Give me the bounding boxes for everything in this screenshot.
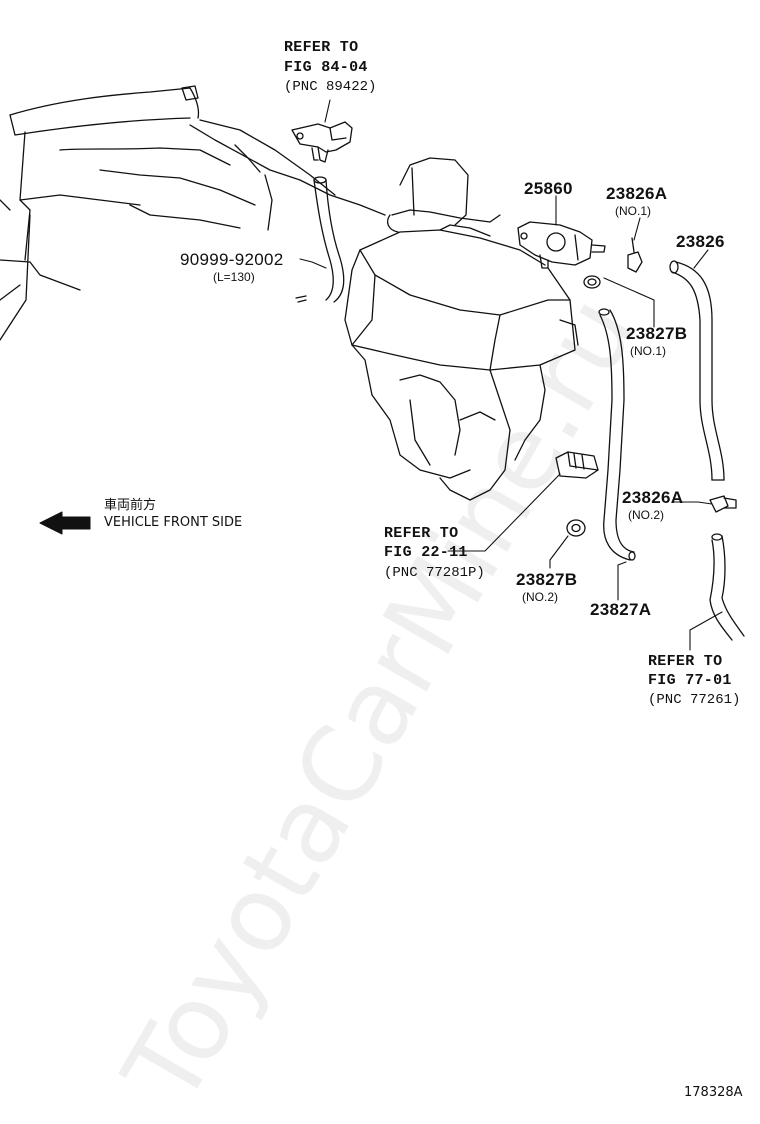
ref-fig-77-01-pnc: (PNC 77261): [648, 692, 741, 708]
part-23826a-no1-note: (NO.1): [615, 204, 651, 218]
clamp-23827b-no1-drawing: [583, 275, 601, 289]
reservoir-tank-drawing: [344, 157, 579, 501]
check-valve-drawing: [517, 221, 606, 269]
leader-lines: [299, 99, 723, 651]
part-23827a-label[interactable]: 23827A: [590, 600, 652, 619]
part-90999-92002-note: (L=130): [213, 270, 255, 284]
part-23826a-no2-label[interactable]: 23826A: [622, 488, 684, 507]
figure-id: 178328A: [684, 1085, 743, 1100]
ref-fig-22-11-pnc: (PNC 77281P): [384, 565, 485, 581]
part-90999-92002-label[interactable]: 90999-92002: [180, 250, 284, 269]
clamp-23827b-no2-drawing: [566, 519, 586, 537]
part-23827b-no2-note: (NO.2): [522, 590, 558, 604]
clip-23826a-no2-drawing: [709, 495, 737, 513]
clip-23826a-no1-drawing: [627, 237, 643, 273]
hose-23827a-drawing: [598, 308, 636, 561]
ref-fig-84-04-line2[interactable]: FIG 84-04: [284, 59, 368, 76]
hose-23826-drawing: [669, 260, 725, 481]
ref-fig-77-01-line2[interactable]: FIG 77-01: [648, 672, 732, 689]
part-23826a-no1-label[interactable]: 23826A: [606, 184, 668, 203]
washer-motor-drawing: [555, 451, 599, 479]
front-direction-arrow-icon: [39, 511, 91, 535]
direction-label-en: VEHICLE FRONT SIDE: [104, 515, 243, 530]
ref-fig-22-11-line1[interactable]: REFER TO: [384, 525, 459, 542]
part-23826a-no2-note: (NO.2): [628, 508, 664, 522]
lower-hose-drawing: [709, 533, 745, 641]
part-25860-label[interactable]: 25860: [524, 179, 573, 198]
hose-90999-drawing: [295, 176, 345, 303]
part-23827b-no1-label[interactable]: 23827B: [626, 324, 688, 343]
ref-fig-22-11-line2[interactable]: FIG 22-11: [384, 544, 468, 561]
part-23826-label[interactable]: 23826: [676, 232, 725, 251]
direction-label-jp: 車両前方: [104, 498, 157, 513]
part-23827b-no1-note: (NO.1): [630, 344, 666, 358]
ref-fig-84-04-pnc: (PNC 89422): [284, 79, 377, 95]
ref-fig-77-01-line1[interactable]: REFER TO: [648, 653, 723, 670]
engine-block-drawing: [0, 85, 386, 341]
part-23827b-no2-label[interactable]: 23827B: [516, 570, 578, 589]
sensor-drawing: [291, 121, 353, 163]
ref-fig-84-04-line1[interactable]: REFER TO: [284, 39, 359, 56]
